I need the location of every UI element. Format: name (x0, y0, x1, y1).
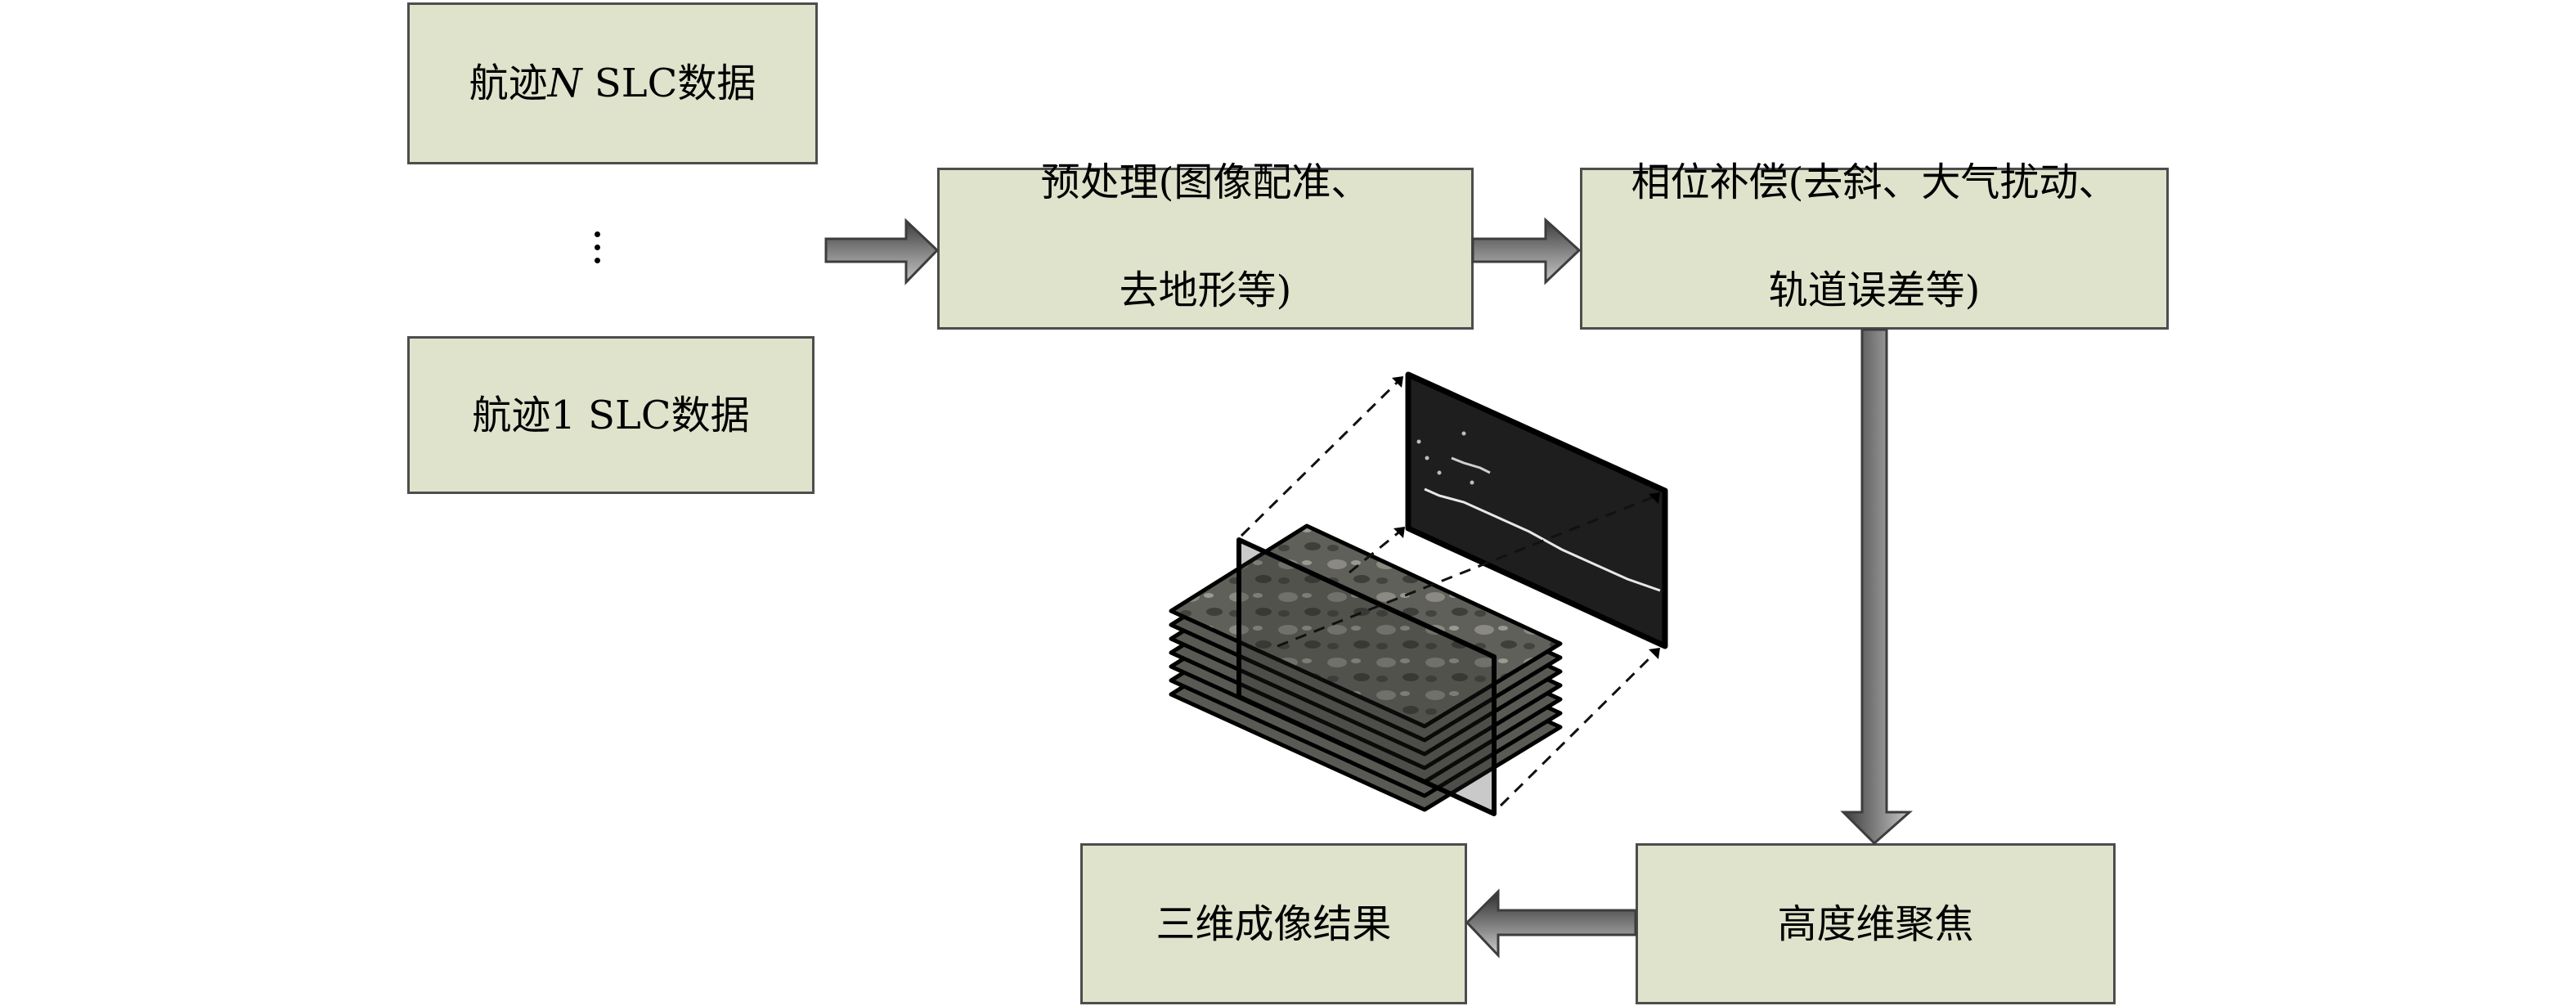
arrowhead-icon (1393, 527, 1405, 538)
arrow-left-icon (1465, 888, 1637, 959)
arrow-right-icon (1471, 217, 1582, 285)
node-track-1-slc-data: 航迹1 SLC数据 (407, 336, 815, 494)
profile-scatter-point (1461, 431, 1466, 436)
ellipsis-dot (595, 258, 600, 263)
node-phase-compensation-label: 相位补偿(去斜、大气扰动、 轨道误差等) (1631, 101, 2118, 371)
vertical-ellipsis (595, 231, 601, 264)
cutting-plane (1236, 537, 1497, 816)
arrowhead-icon (1649, 648, 1660, 659)
ellipsis-dot (595, 231, 600, 237)
label-prefix: 航迹 (469, 61, 548, 106)
node-track-n-label: 航迹N SLC数据 (469, 56, 756, 110)
label-line-2: 轨道误差等) (1768, 267, 1981, 313)
projection-line-diagonal (1277, 494, 1658, 648)
node-result-label: 三维成像结果 (1156, 900, 1392, 947)
arrowhead-icon (1392, 376, 1403, 388)
profile-scatter-point (1470, 480, 1474, 485)
profile-scatter-point (1425, 456, 1429, 460)
arrowhead-icon (1649, 492, 1660, 504)
node-preprocessing-label: 预处理(图像配准、 去地形等) (1041, 101, 1371, 371)
projection-line-top (1240, 378, 1402, 537)
label-line-1: 预处理(图像配准、 (1040, 159, 1371, 205)
image-slice (1169, 523, 1563, 729)
profile-bright-line (1424, 487, 1661, 592)
node-height-focusing: 高度维聚焦 (1636, 843, 2116, 1004)
profile-scatter-line (1451, 456, 1491, 474)
label-line-1: 相位补偿(去斜、大气扰动、 (1631, 159, 2118, 205)
ellipsis-dot (595, 245, 600, 250)
projection-line-short (1349, 528, 1402, 574)
arrow-right-icon (824, 218, 940, 285)
label-suffix: SLC数据 (581, 61, 756, 106)
label-line-2: 去地形等) (1119, 267, 1292, 313)
projection-line-bottom (1499, 649, 1658, 807)
elevation-profile-panel (1405, 371, 1668, 649)
label-variable-n: N (547, 61, 582, 106)
node-preprocessing: 预处理(图像配准、 去地形等) (937, 159, 1474, 330)
arrow-down-icon (1840, 328, 1913, 846)
node-track-1-label: 航迹1 SLC数据 (472, 392, 750, 438)
node-3d-imaging-result: 三维成像结果 (1080, 843, 1467, 1004)
node-track-n-slc-data: 航迹N SLC数据 (407, 2, 818, 164)
tomography-illustration (1169, 371, 1668, 816)
node-height-focusing-label: 高度维聚焦 (1777, 900, 1974, 947)
profile-scatter-point (1416, 439, 1421, 444)
profile-scatter-point (1437, 470, 1442, 475)
